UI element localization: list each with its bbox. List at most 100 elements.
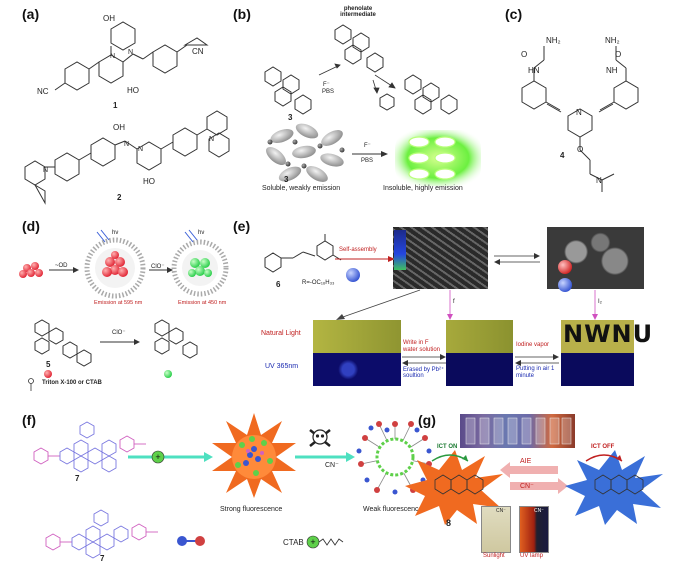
compound-1-number: 1	[113, 101, 118, 110]
svg-text:+: +	[155, 452, 160, 462]
c-o-left: O	[521, 50, 528, 59]
compound-5-scheme	[34, 319, 198, 367]
g-sunlight-vial-cn: CN⁻	[496, 508, 506, 514]
e-arrow-f: f	[453, 299, 455, 305]
d-legend: Triton X-100 or CTAB	[42, 380, 102, 386]
e-vial-blue	[394, 230, 406, 270]
e-paper-uv-2	[446, 353, 513, 386]
e-arrow-self-assembly	[335, 256, 395, 262]
compound-7-bottom-structure	[45, 509, 158, 559]
panel-b-label: (b)	[233, 6, 251, 22]
g-ict-off: ICT OFF	[591, 444, 615, 450]
compound-7-top-number: 7	[75, 474, 80, 483]
f-strong-label: Strong fluorescence	[220, 506, 283, 513]
e-putting-label-2: minute	[516, 373, 535, 379]
f-add-ctab-arrow: +	[128, 450, 213, 464]
g-uvlamp-photo	[519, 506, 549, 553]
b-green-emission	[395, 130, 481, 186]
compound-3-scheme	[264, 24, 458, 115]
e-arrow-i2: I₂	[598, 299, 602, 305]
a-oh-top: OH	[103, 14, 115, 23]
compound-1-structure	[54, 21, 209, 91]
c-hn: HN	[528, 66, 540, 75]
e-write-label: Write in F	[403, 340, 429, 346]
svg-text:+: +	[310, 537, 315, 547]
b-left-caption: Soluble, weakly emission	[262, 185, 341, 192]
c-o-right: O	[615, 50, 622, 59]
compound-2-structure	[24, 110, 230, 205]
compound-6-structure	[264, 234, 342, 273]
panel-f-label: (f)	[22, 412, 36, 428]
f-cn-arrow	[295, 452, 355, 462]
g-uvlamp-label: UV lamp	[520, 553, 544, 559]
a-n-2: N	[128, 49, 134, 56]
panel-e-label: (e)	[233, 218, 251, 234]
a2-n-2: N	[138, 146, 144, 153]
e-arrow-iodine	[515, 354, 559, 366]
e-erase-label: Erased by Pb²⁺	[403, 367, 445, 373]
f-weak-fluorescence-micelle	[356, 421, 432, 495]
a-nc-left: NC	[37, 87, 49, 96]
b-arrow-bottom	[352, 151, 388, 157]
d-reagent-3: ClO⁻	[112, 330, 126, 336]
a2-n-right: N	[209, 136, 215, 143]
b-right-caption: Insoluble, highly emission	[383, 185, 463, 192]
e-write-label-2: water solution	[403, 347, 441, 353]
f-skull-icon	[309, 429, 331, 447]
a2-oh-top: OH	[113, 123, 125, 132]
a-n-1: N	[110, 53, 116, 60]
g-aie-arrows	[500, 462, 568, 494]
e-self-assembly: Self-assembly	[339, 247, 377, 253]
a2-n-1: N	[124, 141, 130, 148]
e-putting-label: Putting in air 1	[516, 366, 555, 372]
compound-4-structure	[521, 46, 639, 192]
d-hv-2: hν	[198, 230, 205, 236]
panel-g-label: (g)	[418, 412, 436, 428]
g-aie-label: AIE	[520, 458, 532, 465]
compound-8-number: 8	[446, 518, 452, 528]
e-down-arrows	[336, 289, 598, 320]
f-cn-label: CN⁻	[325, 462, 339, 469]
e-paper-natural-1	[313, 320, 401, 353]
compound-7-bottom-number: 7	[100, 554, 105, 563]
e-paper-natural-3	[561, 320, 634, 353]
g-sunlight-photo	[481, 506, 511, 553]
d-emission-1: Emission at 595 nm	[94, 300, 143, 306]
e-nwnu-letters: NWNU	[563, 320, 654, 348]
g-blue-molecule-burst	[565, 450, 663, 525]
compound-7-top-structure	[33, 421, 146, 473]
compound-3-lower-number: 3	[284, 175, 289, 184]
d-emission-2: Emission at 450 nm	[178, 300, 227, 306]
b-particle-ovals	[266, 123, 345, 182]
d-hv-1: hν	[112, 230, 119, 236]
f-ctab-label: CTAB	[283, 538, 304, 547]
c-nh: NH	[606, 66, 618, 75]
f-strong-fluorescence-burst	[212, 413, 296, 498]
e-paper-natural-2	[446, 320, 513, 353]
c-n-amine: N	[596, 176, 602, 185]
d-reagent-2: ClO⁻	[151, 264, 165, 270]
a-cn-right: CN	[192, 47, 204, 56]
g-ict-on: ICT ON	[437, 444, 458, 450]
a-ho-bottom: HO	[127, 86, 139, 95]
c-nh2-right: NH₂	[605, 36, 620, 45]
g-vial-photo	[460, 414, 575, 448]
b-reagent-bottom2: PBS	[361, 158, 374, 164]
e-arrow-write	[402, 354, 446, 366]
e-r-group: R=-OC₁₆H₃₃	[302, 280, 335, 286]
e-erase-label-2: soultion	[403, 373, 424, 379]
b-reagent-top2: PBS	[322, 89, 335, 95]
e-iodine-label: Iodine vapor	[516, 342, 550, 348]
b-reagent-top: F⁻	[323, 82, 330, 88]
f-dumbbell-icon	[177, 536, 205, 546]
compound-2-number: 2	[117, 193, 122, 202]
e-uv-label: UV 365nm	[265, 363, 299, 370]
g-vial-shapes	[465, 417, 572, 445]
a2-ho-bottom: HO	[143, 177, 155, 186]
g-sunlight-label: Sunlight	[483, 553, 505, 559]
e-natural-light: Natural Light	[261, 330, 301, 337]
g-cn-label: CN⁻	[520, 483, 534, 490]
b-reagent-bottom: F⁻	[364, 143, 371, 149]
panel-a-label: (a)	[22, 6, 40, 22]
compound-6-number: 6	[276, 280, 281, 289]
